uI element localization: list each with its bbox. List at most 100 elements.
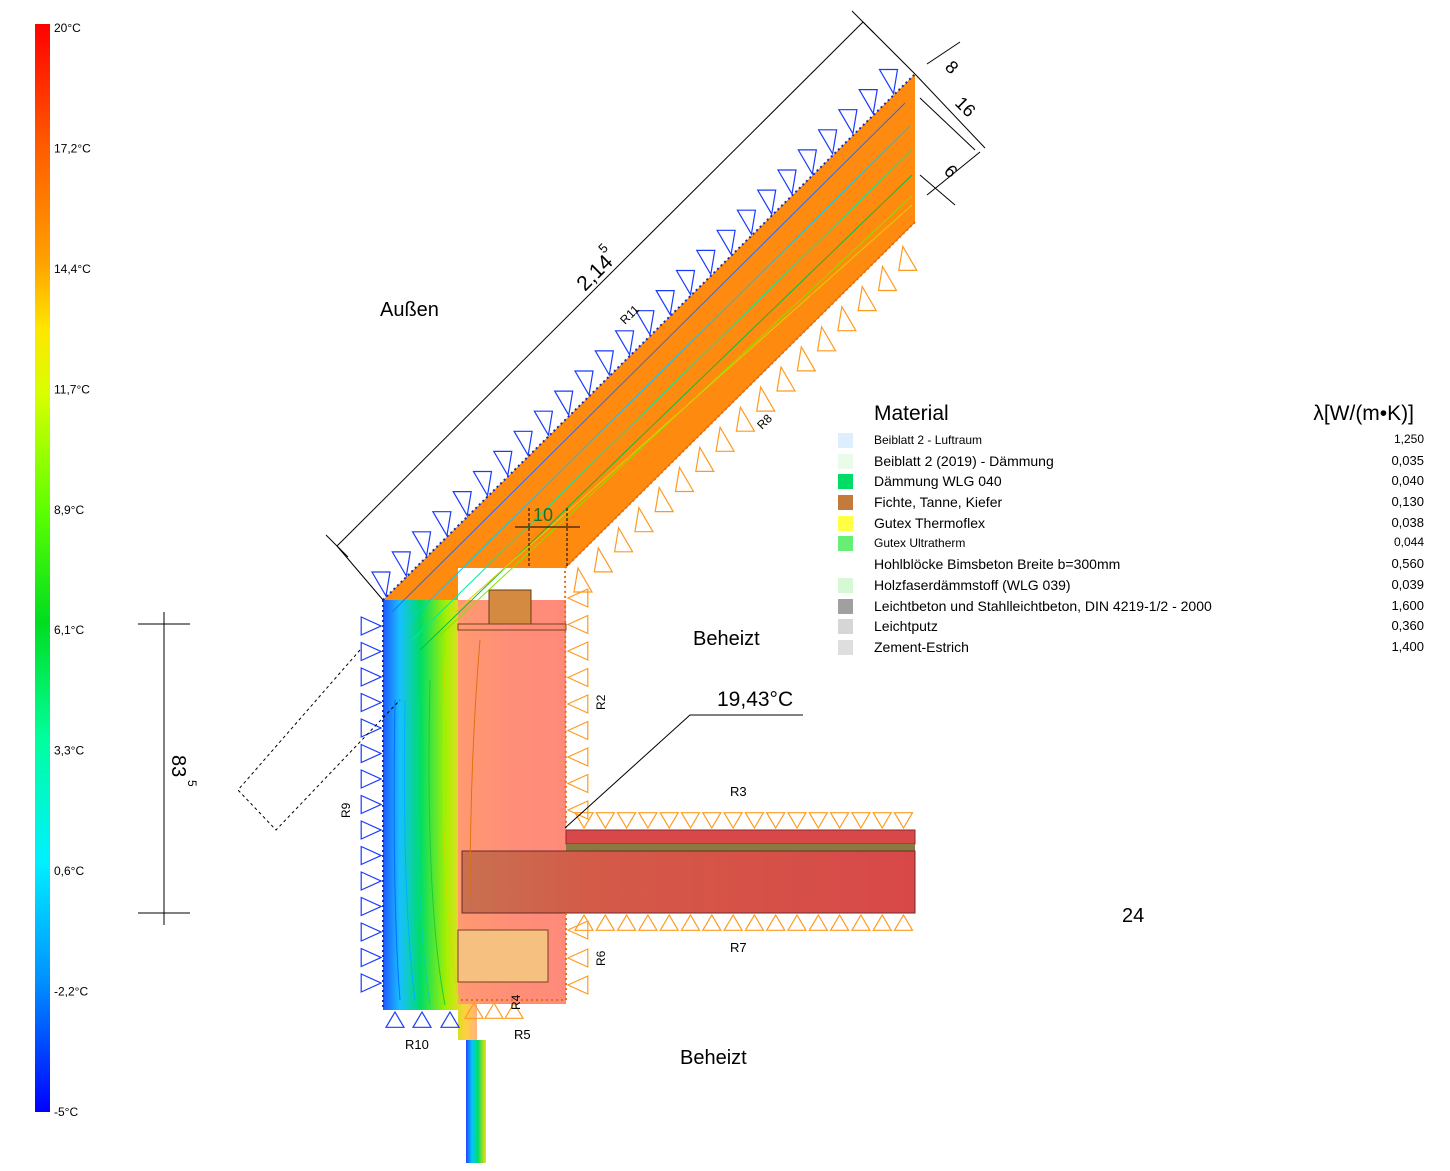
boundary-arrow xyxy=(384,1010,406,1028)
boundary-arrow xyxy=(594,350,615,377)
boundary-arrow xyxy=(654,485,675,513)
boundary-arrow xyxy=(878,68,899,96)
concrete-slab xyxy=(461,850,916,914)
boundary-label-r6: R6 xyxy=(594,950,608,966)
boundary-arrow xyxy=(566,641,589,661)
legend-material-name: Gutex Thermoflex xyxy=(874,514,986,531)
boundary-arrow xyxy=(566,773,589,794)
legend-row: Leichtbeton und Stahlleichtbeton, DIN 42… xyxy=(838,596,1428,617)
boundary-arrow xyxy=(680,812,701,830)
boundary-arrow xyxy=(872,913,893,931)
floor-arrows xyxy=(463,812,914,1019)
dimension-lines xyxy=(138,10,986,925)
height-dimension-sup: 5 xyxy=(185,780,199,787)
boundary-arrow xyxy=(850,913,871,931)
boundary-arrow xyxy=(566,948,589,968)
heated-lower-label: Beheizt xyxy=(680,1047,747,1069)
legend-swatch xyxy=(838,495,853,511)
boundary-arrow xyxy=(817,129,838,156)
legend-material-name: Gutex Ultratherm xyxy=(874,536,966,551)
legend-swatch xyxy=(838,639,853,655)
boundary-arrow xyxy=(816,325,837,352)
boundary-arrow xyxy=(566,667,589,688)
boundary-arrow xyxy=(723,913,744,931)
boundary-arrow xyxy=(797,149,818,176)
boundary-arrow xyxy=(701,913,722,931)
colorbar-tick-label: -5°C xyxy=(54,1105,78,1119)
boundary-arrow xyxy=(452,491,472,518)
legend-swatch xyxy=(838,619,853,635)
boundary-arrow xyxy=(701,812,722,830)
layer-dimension-8: 8 xyxy=(941,57,962,78)
boundary-arrow xyxy=(695,445,715,472)
boundary-arrow xyxy=(573,812,595,830)
outside-label: Außen xyxy=(380,299,439,321)
legend-swatch xyxy=(838,474,853,490)
boundary-arrow xyxy=(765,812,786,830)
boundary-arrow xyxy=(675,269,696,297)
boundary-arrow xyxy=(360,769,383,789)
heated-upper-label: Beheizt xyxy=(693,628,760,650)
boundary-arrow xyxy=(463,1001,485,1019)
legend-swatch xyxy=(838,598,853,614)
boundary-arrow xyxy=(829,812,850,830)
boundary-arrow xyxy=(898,244,918,271)
boundary-arrow xyxy=(595,812,616,830)
layer-dimension-6: 6 xyxy=(940,161,961,182)
boundary-arrow xyxy=(595,913,616,931)
boundary-arrow xyxy=(483,1001,505,1019)
boundary-arrow xyxy=(616,913,637,931)
boundary-arrow xyxy=(786,913,808,931)
boundary-arrow xyxy=(391,551,412,578)
boundary-arrow xyxy=(566,720,589,741)
boundary-arrow xyxy=(756,189,777,216)
boundary-arrow xyxy=(566,614,589,635)
boundary-arrow xyxy=(616,812,637,830)
boundary-arrow xyxy=(776,365,797,392)
boundary-arrow xyxy=(744,913,765,931)
legend-material-header: Material xyxy=(874,402,949,425)
legend-lambda-value: 0,044 xyxy=(1393,535,1424,550)
boundary-arrow xyxy=(858,88,878,116)
colorbar-tick-label: 11,7°C xyxy=(54,382,90,396)
temperature-callout: 19,43°C xyxy=(717,688,793,711)
floor-screed xyxy=(565,829,916,845)
boundary-arrow xyxy=(735,405,756,432)
temperature-colorbar: 20°C17,2°C14,4°C11,7°C8,9°C6,1°C3,3°C0,6… xyxy=(35,21,91,1119)
legend-lambda-value: 0,560 xyxy=(1391,556,1424,572)
boundary-arrow xyxy=(593,546,614,573)
width-dimension-10: 10 xyxy=(533,505,553,525)
boundary-arrow xyxy=(872,812,893,830)
boundary-label-r5: R5 xyxy=(514,1027,531,1042)
interior-roof-arrows xyxy=(573,244,918,593)
boundary-arrow xyxy=(680,913,701,931)
boundary-arrow xyxy=(411,1010,433,1028)
wall-boundary-arrows xyxy=(360,616,461,1028)
boundary-arrow xyxy=(360,896,383,917)
boundary-arrow xyxy=(472,470,493,498)
boundary-arrow xyxy=(360,845,383,866)
boundary-arrow xyxy=(411,531,432,558)
legend-header: Material λ[W/(m•K)] xyxy=(838,400,1428,430)
boundary-arrow xyxy=(566,747,589,767)
boundary-arrow xyxy=(877,264,898,292)
legend-lambda-value: 0,130 xyxy=(1391,494,1424,510)
boundary-arrow xyxy=(360,743,383,764)
exterior-boundary-arrows xyxy=(370,68,899,598)
timber-beam xyxy=(488,589,532,625)
floor-layer xyxy=(566,844,915,851)
legend-swatch xyxy=(838,536,853,552)
boundary-arrow xyxy=(695,249,716,277)
boundary-arrow xyxy=(634,310,655,337)
colorbar-tick-label: 3,3°C xyxy=(54,744,84,758)
legend-material-name: Leichtputz xyxy=(874,618,938,635)
boundary-label-r8: R8 xyxy=(754,411,775,432)
wall-stem xyxy=(466,1040,486,1163)
boundary-arrow xyxy=(431,511,452,538)
